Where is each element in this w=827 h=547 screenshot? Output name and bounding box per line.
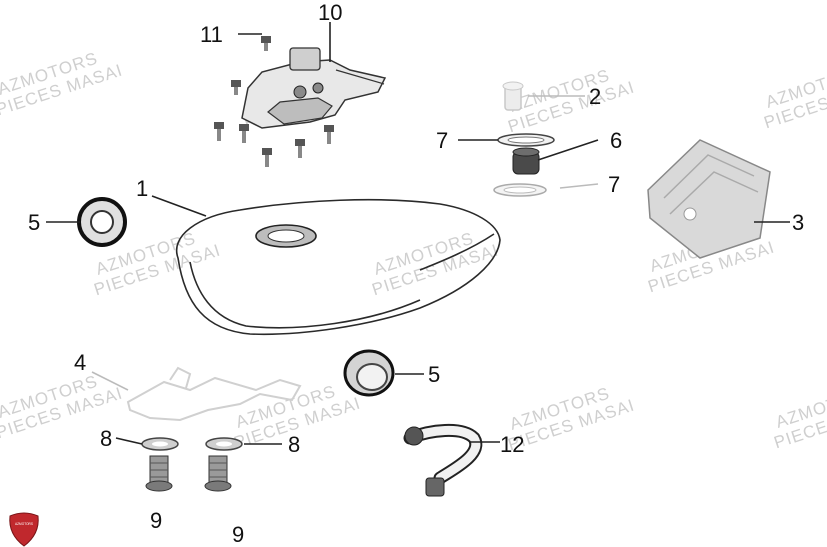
callout-2: 2: [589, 84, 601, 109]
washer-8-right: [205, 437, 243, 451]
fuel-hose-12: [403, 423, 483, 497]
bracket-4: [126, 366, 302, 422]
callout-9-right: 9: [232, 522, 244, 547]
callout-5-lower: 5: [428, 362, 440, 387]
part-2: [502, 81, 524, 111]
callout-8-right: 8: [288, 432, 300, 457]
washer-8-left: [141, 437, 179, 451]
callout-12: 12: [500, 432, 524, 457]
callout-10: 10: [318, 0, 342, 25]
callout-9-left: 9: [150, 508, 162, 533]
bolt-9-right: [204, 455, 232, 492]
callout-4: 4: [74, 350, 86, 375]
callout-1: 1: [136, 176, 148, 201]
callout-6: 6: [610, 128, 622, 153]
callout-3: 3: [792, 210, 804, 235]
grommet-5-lower: [343, 349, 395, 397]
grommet-5-upper: [77, 197, 127, 247]
callout-7-upper: 7: [436, 128, 448, 153]
rubber-pad-3: [647, 139, 771, 259]
washer-7-lower: [493, 183, 547, 197]
callout-11: 11: [200, 22, 223, 47]
brand-logo: AZMOTORS: [9, 512, 39, 547]
bolt-9-left: [145, 455, 173, 492]
bolt-group-11: [214, 36, 334, 167]
brand-logo-text: AZMOTORS: [15, 522, 33, 526]
callout-7-lower: 7: [608, 172, 620, 197]
callout-8-left: 8: [100, 426, 112, 451]
nut-6: [512, 147, 540, 175]
washer-7-upper: [497, 133, 555, 147]
callout-labels: 11 10 2 7 6 7 1 5 3 4 5 8 8 12 9 9: [28, 0, 804, 547]
callout-5-upper: 5: [28, 210, 40, 235]
fuel-pump-assembly: [241, 47, 387, 129]
leader-lines: [46, 22, 790, 445]
fuel-tank-1: [175, 198, 501, 336]
